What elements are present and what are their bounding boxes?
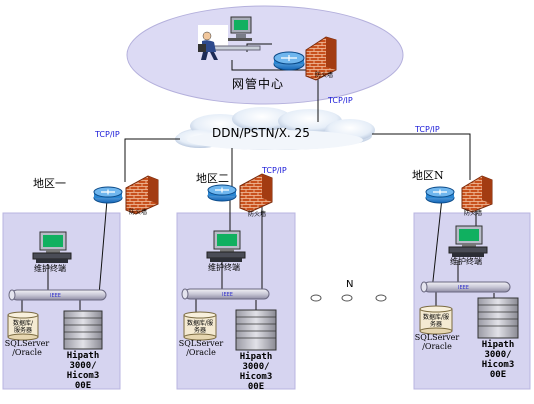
region-one-firewall-label: 防火墙 bbox=[129, 209, 148, 216]
region-n-router-icon bbox=[425, 186, 455, 204]
region-one-router-icon bbox=[93, 186, 123, 204]
region-n-terminal-label: 维护终端 bbox=[450, 257, 482, 266]
region-one-firewall-icon bbox=[125, 175, 159, 215]
region-n-firewall-icon bbox=[461, 175, 493, 213]
region-two-pbx-server-icon bbox=[235, 309, 277, 351]
region-n-title: 地区N bbox=[412, 169, 444, 182]
center-workstation-icon bbox=[198, 16, 261, 60]
region-two-lan-bus: IEEE bbox=[181, 288, 270, 300]
region-two-firewall-icon bbox=[239, 173, 273, 213]
center-firewall-label: 防火墙 bbox=[315, 72, 334, 79]
region-two-title: 地区二 bbox=[196, 172, 229, 185]
right-link-protocol: TCP/IP bbox=[415, 125, 440, 134]
region-one-terminal-label: 维护终端 bbox=[34, 264, 66, 273]
region-two-terminal-label: 维护终端 bbox=[208, 263, 240, 272]
region-n-firewall-label: 防火墙 bbox=[464, 210, 483, 217]
region-n-database-icon bbox=[419, 305, 453, 335]
region-n-terminal-icon bbox=[448, 225, 488, 257]
svg-text:IEEE: IEEE bbox=[458, 285, 469, 291]
ellipsis-dots bbox=[310, 294, 387, 302]
region-one-database-label: 数据库/服务器 bbox=[12, 320, 34, 334]
region-one-title: 地区一 bbox=[33, 177, 66, 190]
region-two-terminal-icon bbox=[206, 230, 246, 262]
region-one-terminal-icon bbox=[32, 231, 72, 263]
region-one-lan-bus: IEEE bbox=[8, 289, 107, 301]
region-one-pbx-server-icon bbox=[63, 310, 103, 350]
management-center-label: 网管中心 bbox=[232, 77, 285, 91]
region-two-firewall-label: 防火墙 bbox=[248, 211, 267, 218]
center-router-icon bbox=[273, 51, 305, 71]
mid-link-protocol: TCP/IP bbox=[262, 166, 287, 175]
wan-cloud-label: DDN/PSTN/X. 25 bbox=[212, 126, 310, 140]
region-two-database-icon bbox=[183, 311, 217, 341]
svg-text:IEEE: IEEE bbox=[50, 293, 61, 299]
region-two-db-software: SQLServer/Oracle bbox=[178, 339, 224, 357]
region-two-database-label: 数据库/服务器 bbox=[186, 320, 214, 334]
left-link-protocol: TCP/IP bbox=[95, 130, 120, 139]
region-n-db-software: SQLServer/Oracle bbox=[414, 333, 460, 351]
region-n-pbx-server-icon bbox=[477, 297, 519, 339]
ellipsis-n-label: N bbox=[346, 279, 354, 290]
center-firewall-icon bbox=[305, 36, 337, 81]
center-link-protocol: TCP/IP bbox=[328, 96, 353, 105]
region-n-lan-bus: IEEE bbox=[420, 281, 511, 293]
svg-text:IEEE: IEEE bbox=[222, 292, 233, 298]
region-one-db-software: SQLServer/Oracle bbox=[4, 339, 50, 357]
region-n-database-label: 数据库/服务器 bbox=[422, 314, 450, 328]
management-center-ellipse bbox=[126, 5, 404, 105]
region-two-router-icon bbox=[207, 184, 237, 202]
region-one-database-icon bbox=[7, 311, 39, 341]
wan-cloud bbox=[175, 107, 375, 150]
